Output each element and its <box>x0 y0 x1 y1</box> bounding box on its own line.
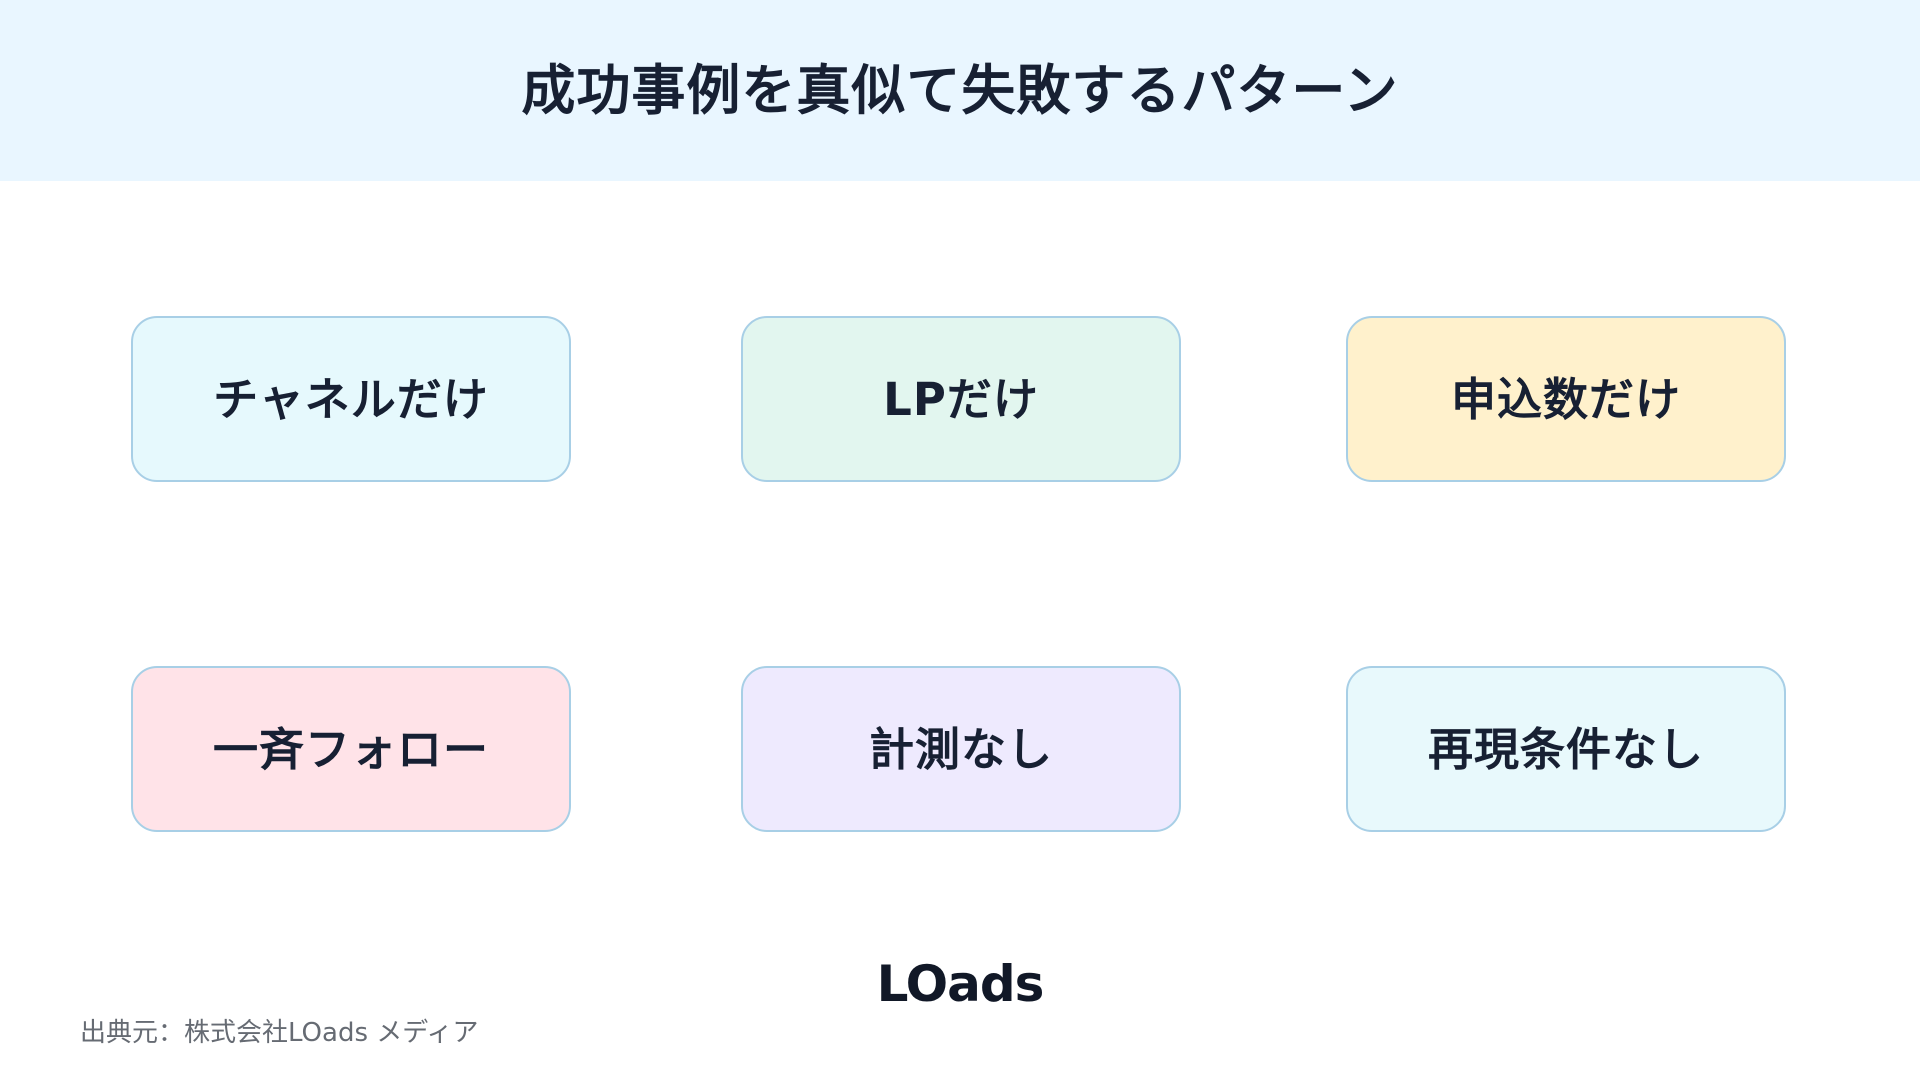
pattern-card-no-measurement: 計測なし <box>741 666 1181 832</box>
logo-text: LOads <box>876 955 1045 1013</box>
pattern-card-label: LPだけ <box>883 372 1039 426</box>
pattern-card-application-count-only: 申込数だけ <box>1346 316 1786 482</box>
pattern-card-bulk-follow: 一斉フォロー <box>131 666 571 832</box>
pattern-card-channel-only: チャネルだけ <box>131 316 571 482</box>
pattern-card-label: 再現条件なし <box>1427 722 1704 776</box>
source-credit: 出典元：株式会社LOads メディア <box>80 1018 479 1048</box>
pattern-card-no-reproduction-conditions: 再現条件なし <box>1346 666 1786 832</box>
pattern-card-label: 計測なし <box>868 722 1053 776</box>
pattern-card-lp-only: LPだけ <box>741 316 1181 482</box>
pattern-card-label: チャネルだけ <box>213 372 489 426</box>
loads-logo: LOads <box>874 957 1046 1011</box>
pattern-card-label: 申込数だけ <box>1450 372 1681 426</box>
page-title: 成功事例を真似て失敗するパターン <box>521 58 1399 122</box>
pattern-card-label: 一斉フォロー <box>212 722 489 776</box>
title-banner: 成功事例を真似て失敗するパターン <box>0 0 1920 181</box>
